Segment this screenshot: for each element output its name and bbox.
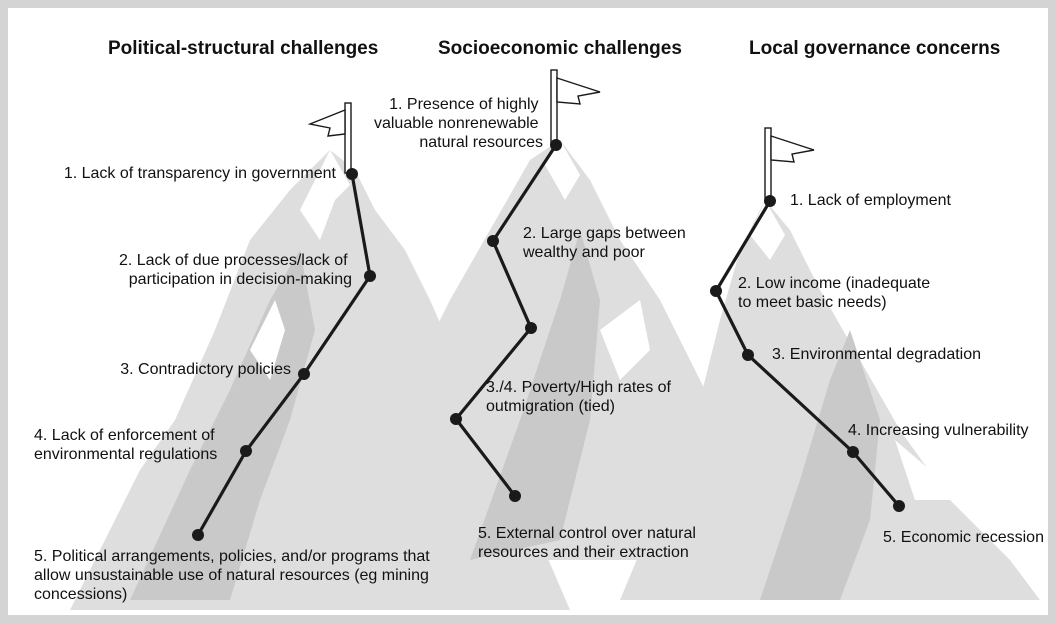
socioeconomic-item-2: 2. Large gaps between wealthy and poor [522, 225, 690, 261]
local-item-4: 4. Increasing vulnerability [848, 422, 1029, 439]
column-header-local: Local governance concerns [749, 38, 1000, 59]
ranking-nodes-political [192, 168, 376, 541]
local-item-1: 1. Lack of employment [790, 192, 952, 209]
socioeconomic-item-5: 5. External control over natural resourc… [478, 525, 700, 561]
socioeconomic-item-1: 1. Presence of highly valuable nonrenewa… [374, 96, 543, 151]
political-item-1: 1. Lack of transparency in government [64, 165, 337, 182]
political-item-5: 5. Political arrangements, policies, and… [34, 548, 434, 603]
local-item-5: 5. Economic recession [883, 529, 1044, 546]
political-item-3: 3. Contradictory policies [120, 361, 291, 378]
flag-icon [550, 69, 601, 146]
socioeconomic-item-3-4: 3./4. Poverty/High rates of outmigration… [486, 379, 675, 415]
ranking-nodes-local [710, 195, 905, 512]
local-item-2: 2. Low income (inadequate to meet basic … [738, 275, 935, 311]
political-item-2: 2. Lack of due processes/lack of partici… [119, 252, 352, 288]
ranking-nodes-socioeconomic [450, 139, 562, 502]
column-header-political: Political-structural challenges [108, 38, 378, 59]
local-item-3: 3. Environmental degradation [772, 346, 981, 363]
political-item-4: 4. Lack of enforcement of environmental … [34, 427, 219, 463]
flag-icon [307, 102, 352, 174]
column-header-socioeconomic: Socioeconomic challenges [438, 38, 682, 59]
flag-icon [764, 127, 815, 201]
